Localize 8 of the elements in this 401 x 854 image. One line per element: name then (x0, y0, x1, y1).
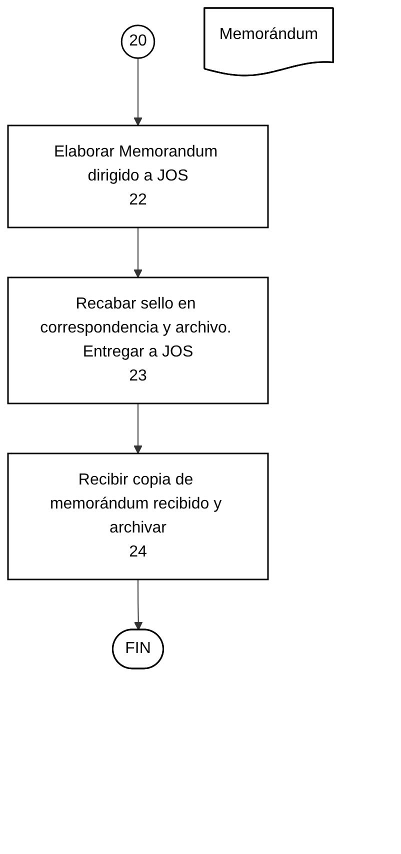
arrow (134, 578, 143, 630)
arrow (134, 227, 142, 278)
arrow (134, 58, 142, 126)
arrow (134, 402, 142, 454)
node-box: Recibir copia de memorándum recibido y archivar 24 (7, 452, 269, 580)
node-box: Elaborar Memorandum dirigido a JOS 22 (7, 124, 269, 228)
node-circle: 20 (120, 24, 156, 59)
node-box: Recabar sello en correspondencia y archivo. Entregar a JOS 23 (7, 276, 269, 404)
